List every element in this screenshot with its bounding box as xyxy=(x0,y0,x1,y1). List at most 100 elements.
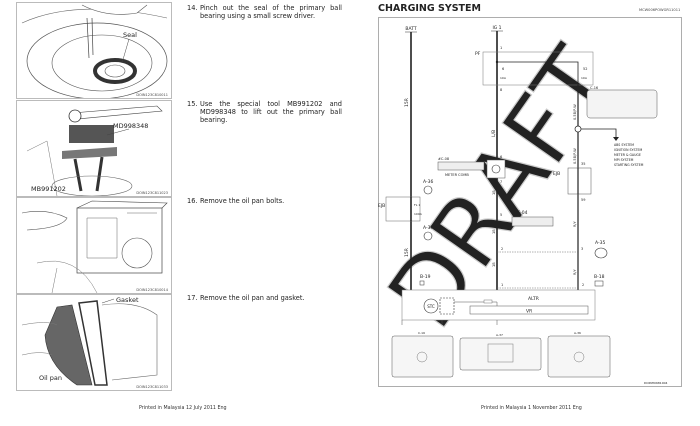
wire-label: 15R xyxy=(404,248,410,257)
c16-label: C-16 xyxy=(590,86,598,90)
a37-label: A-37 xyxy=(423,225,433,231)
special-tool-illustration xyxy=(26,105,163,196)
connector-a37-icon xyxy=(423,231,433,241)
figure-seal: Seal DOIN123C810011 xyxy=(16,2,172,99)
pin-label: 6 xyxy=(500,155,502,159)
ejb-label: EJB xyxy=(553,171,560,177)
connector-view-label: A-37 xyxy=(496,333,503,337)
step-text: Use the special tool MB991202 and MD9983… xyxy=(200,100,342,124)
fusible-rating: 100A xyxy=(414,212,423,216)
ejb-box xyxy=(567,167,592,195)
pin-label: 3 xyxy=(581,247,583,251)
figure-code: DOIN123C810014 xyxy=(136,288,168,292)
step-14: 14. Pinch out the seal of the primary ba… xyxy=(187,4,342,20)
pf-label: PF xyxy=(475,51,481,57)
pin-label: 5 xyxy=(500,213,502,217)
label-gasket: Gasket xyxy=(116,296,139,304)
step-text: Remove the oil pan and gasket. xyxy=(200,294,305,302)
pin-label: 8 xyxy=(500,88,502,92)
fuse-number: 52 xyxy=(583,67,587,71)
ejb-label: EJB xyxy=(378,203,385,209)
connector-view-label: A-36 xyxy=(574,331,581,335)
step-text: Pinch out the seal of the primary ball b… xyxy=(200,4,342,20)
figure-code: DOIN123C811033 xyxy=(136,385,168,389)
wire-label: 1B xyxy=(492,229,496,234)
step-17: 17. Remove the oil pan and gasket. xyxy=(187,294,342,302)
pin-label: 2 xyxy=(501,247,503,251)
connector-view-a37 xyxy=(459,337,542,371)
system-item: MPI SYSTEM xyxy=(614,158,634,162)
connector-views xyxy=(391,335,611,378)
pin-label: 1 xyxy=(581,89,583,93)
altr-label: ALTR xyxy=(528,296,539,302)
stc-label: STC xyxy=(427,304,435,309)
pin-label: 59 xyxy=(581,198,585,202)
step-16: 16. Remove the oil pan bolts. xyxy=(187,197,342,205)
wire-label: 1B xyxy=(492,262,496,267)
connector-a35-icon xyxy=(594,247,608,259)
figure-code: DOIN123C811023 xyxy=(136,191,168,195)
fusible-link-label: FL 1 xyxy=(414,203,420,207)
b19-label: B-19 xyxy=(420,274,431,280)
connector-a36-icon xyxy=(423,185,433,195)
pin-label: 7 xyxy=(500,180,502,184)
connector-c16-icon xyxy=(586,89,658,119)
fuse-rating: 10A xyxy=(500,76,507,80)
step-number: 17. xyxy=(187,294,198,302)
wire-label: L/B xyxy=(491,130,497,137)
fuse-number: 6 xyxy=(502,67,504,71)
step-number: 14. xyxy=(187,4,198,12)
a35-label: A-35 xyxy=(595,240,605,246)
step-number: 16. xyxy=(187,197,198,205)
wire-label: R/Y xyxy=(573,220,577,227)
stator-icon xyxy=(423,298,439,314)
c04-label: C-04 xyxy=(517,210,528,216)
pin-label: 2 xyxy=(582,283,584,287)
batt-label: BATT xyxy=(405,26,416,32)
system-item: METER & GAUGE xyxy=(614,153,641,157)
charging-system-wiring-diagram: DRAFT BATT 15R 15R EJB FL 1 100A A-36 A-… xyxy=(378,17,682,387)
connector-view-label: C-16 xyxy=(418,331,425,335)
wire-label: R/Y xyxy=(573,268,577,275)
a36-label: A-36 xyxy=(423,179,433,185)
fuse-rating: 10A xyxy=(581,76,588,80)
ejb-fusible-link-box xyxy=(385,196,421,222)
meter-combi-label: METER COMB xyxy=(445,173,469,177)
label-seal: Seal xyxy=(123,31,137,39)
label-mb991202: MB991202 xyxy=(31,185,66,193)
b18-label: B-18 xyxy=(594,274,605,280)
wire-label: 0.5B/P-W xyxy=(573,104,577,120)
connector-view-c16 xyxy=(391,335,454,378)
system-item: ABS SYSTEM xyxy=(614,143,634,147)
diagram-code: DOINH0681004 xyxy=(644,381,668,385)
meter-connector-icon xyxy=(437,161,485,171)
document-code: MCW006POWGR11011 xyxy=(639,8,681,12)
figure-oil-pan-bolts: DOIN123C810014 xyxy=(16,197,172,294)
pin-label: 1 xyxy=(500,46,502,50)
pf-fuse-box xyxy=(482,51,594,86)
oil-pan-bolts-illustration xyxy=(21,200,168,293)
pin-label: 1 xyxy=(501,283,503,287)
seal-illustration xyxy=(21,4,168,98)
label-oil-pan: Oil pan xyxy=(39,374,63,382)
connector-view-a36 xyxy=(547,335,611,378)
wire-label: 1B xyxy=(492,190,496,195)
figure-oil-pan-gasket: Gasket Oil pan DOIN123C811033 xyxy=(16,294,172,391)
step-number: 15. xyxy=(187,100,198,108)
right-footer: Printed in Malaysia 1 November 2011 Eng xyxy=(481,406,582,411)
voltage-regulator-box xyxy=(469,305,589,315)
system-item: IGNITION SYSTEM xyxy=(614,148,642,152)
page-title: CHARGING SYSTEM xyxy=(378,3,481,14)
wire-label: 15R xyxy=(404,98,410,107)
step-15: 15. Use the special tool MB991202 and MD… xyxy=(187,100,342,124)
ig1-label: IG 1 xyxy=(492,25,501,31)
meter-connector-label: #C-08 xyxy=(438,157,449,161)
figure-special-tool: MD998348 MB991202 DOIN123C811023 xyxy=(16,100,172,197)
step-text: Remove the oil pan bolts. xyxy=(200,197,285,205)
system-item: STARTING SYSTEM xyxy=(614,163,644,167)
label-md998348: MD998348 xyxy=(113,122,149,130)
left-footer: Printed in Malaysia 12 July 2011 Eng xyxy=(139,406,227,411)
oil-pan-gasket-illustration xyxy=(21,298,158,386)
connector-c04-icon xyxy=(511,216,554,227)
wire-label: 0.5B/P-W xyxy=(573,148,577,164)
